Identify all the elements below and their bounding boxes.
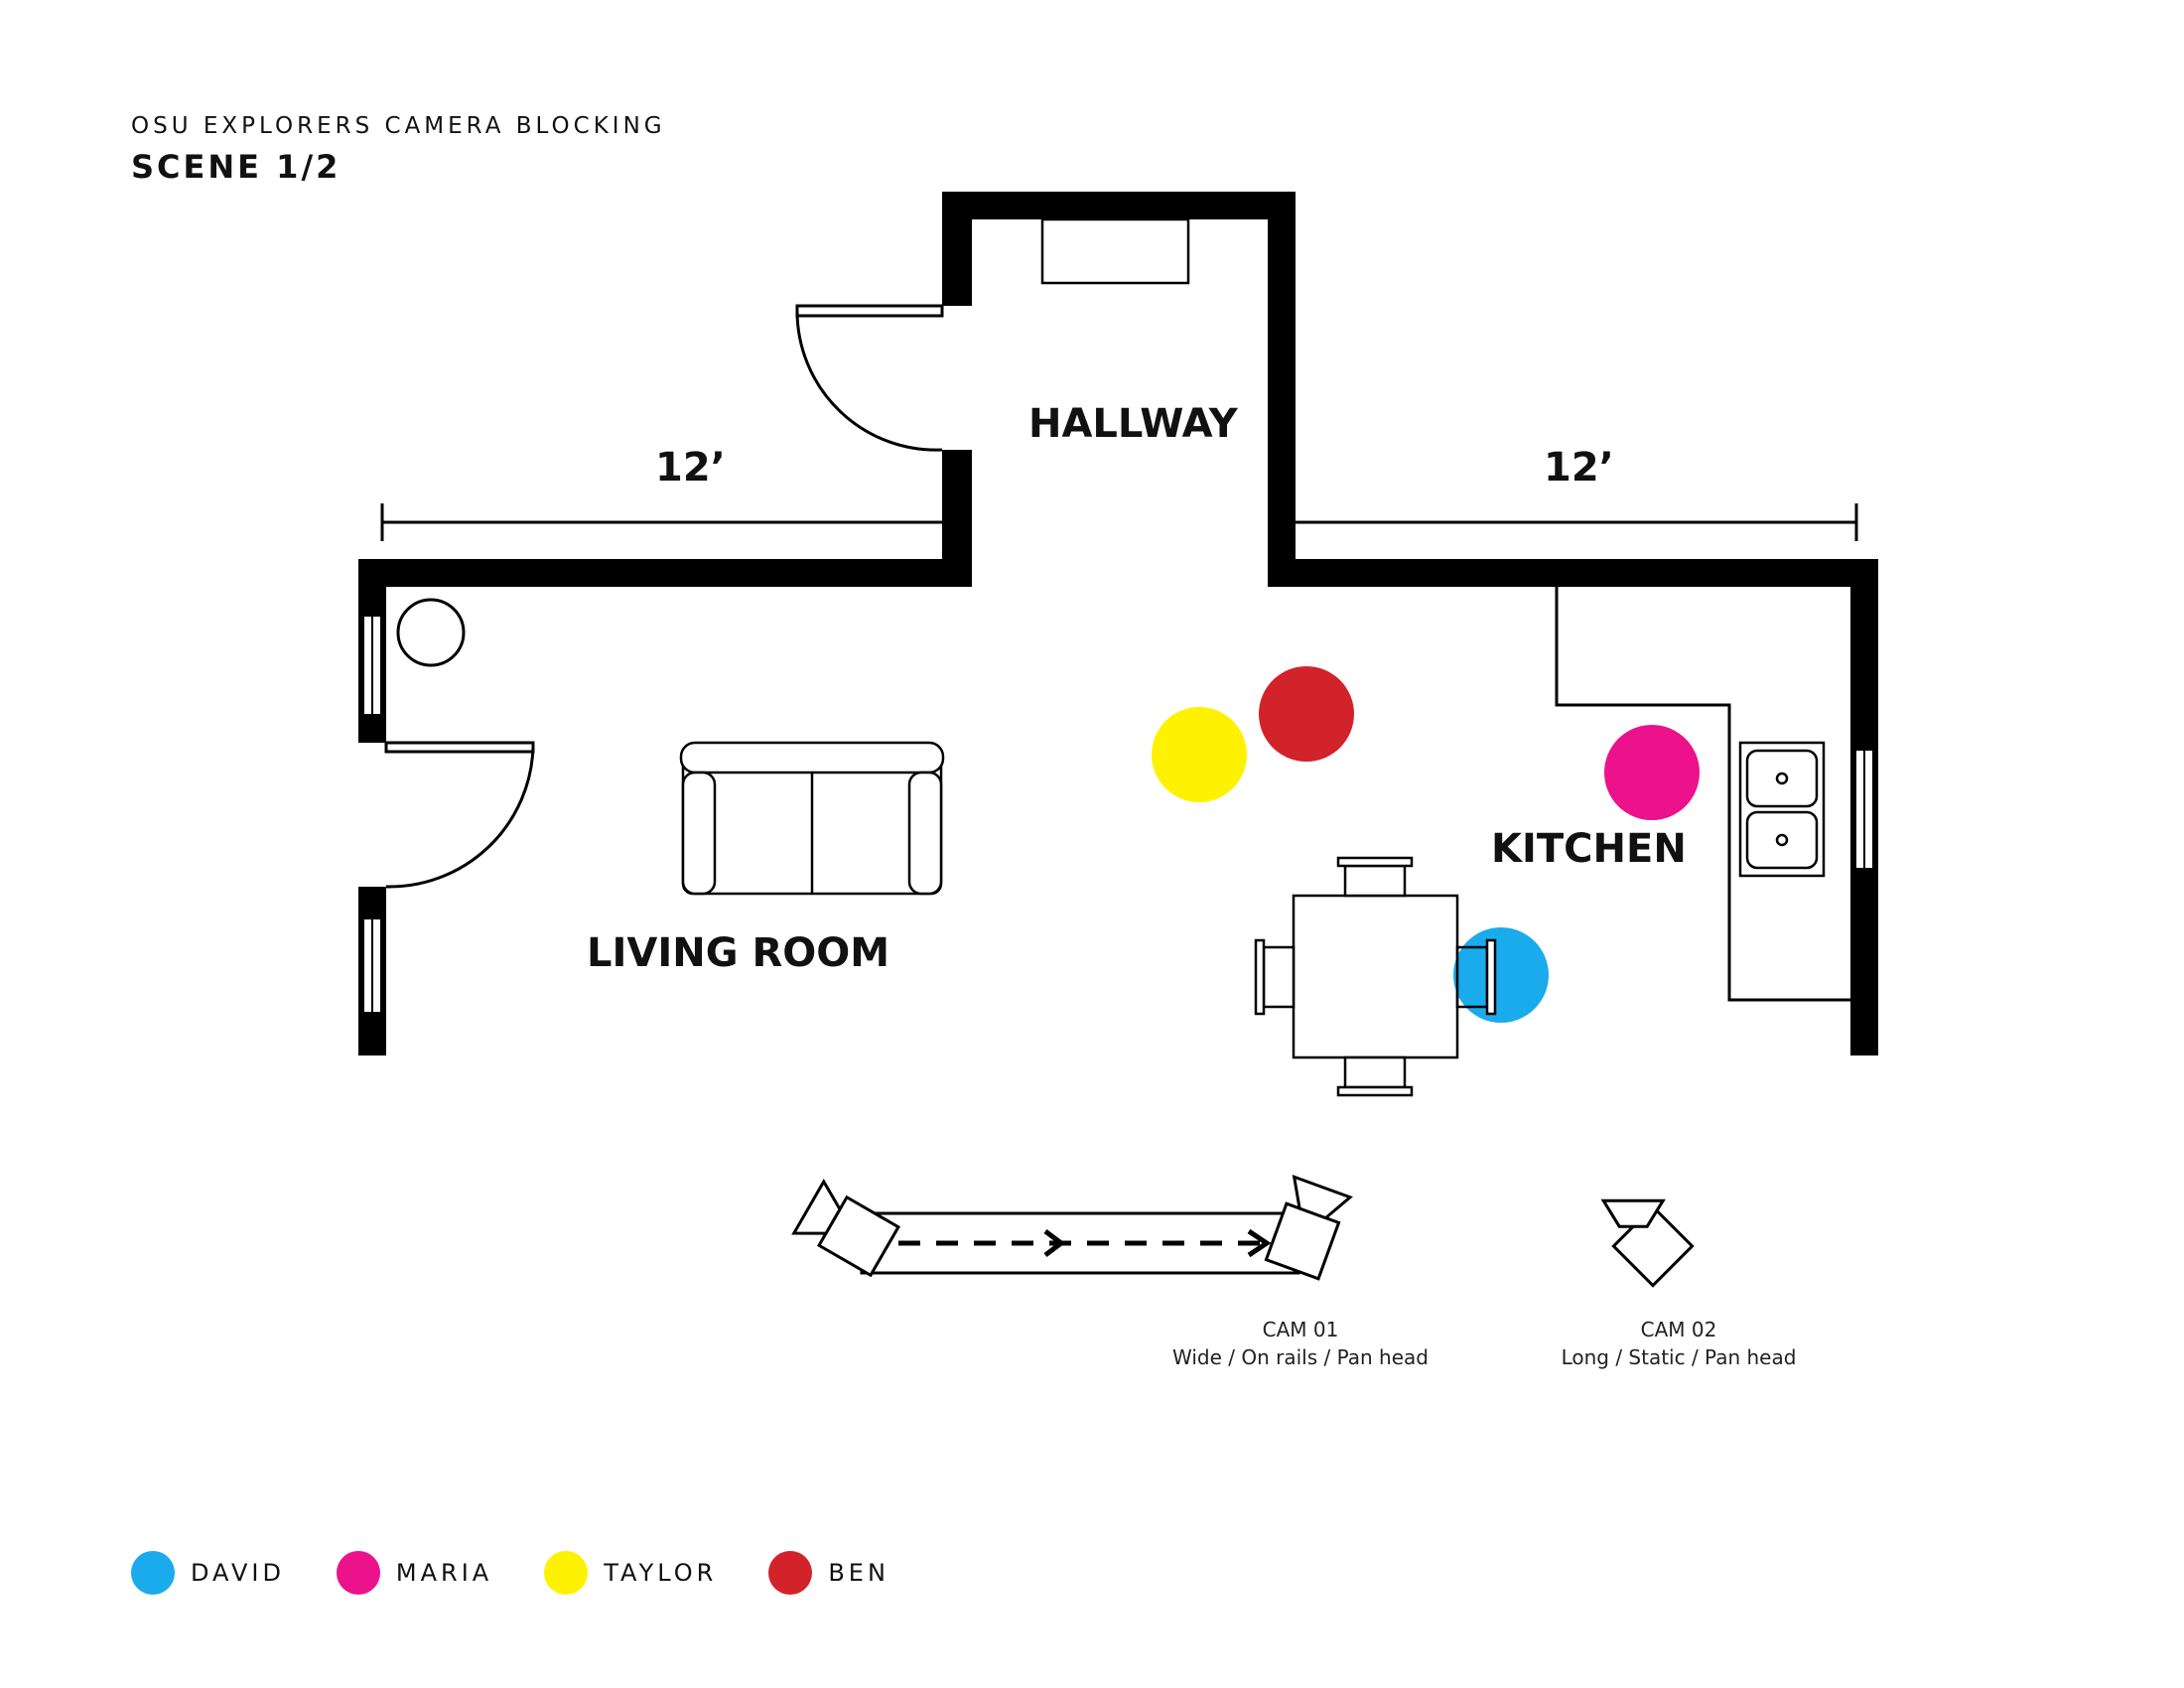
dining-table: [1292, 894, 1459, 1059]
actor-mark-maria: [1604, 725, 1700, 820]
actor-mark-ben: [1259, 666, 1354, 762]
walls: [358, 192, 1878, 1055]
dimension-lines: [380, 503, 1858, 541]
legend-item-david: DAVID: [131, 1551, 285, 1595]
chair-bottom: [1343, 1055, 1407, 1089]
kitchen-counter: [1555, 587, 1850, 1002]
cam-01-end-icon: [1264, 1174, 1353, 1281]
actor-marks: [1152, 666, 1700, 1023]
sofa: [679, 741, 945, 896]
legend-item-ben: BEN: [768, 1551, 889, 1595]
dimension-right-label: 12’: [1544, 445, 1614, 491]
sofa-arm-right: [907, 771, 943, 896]
legend-item-taylor: TAYLOR: [544, 1551, 717, 1595]
camera-rail: [860, 1211, 1300, 1275]
header: OSU EXPLORERS CAMERA BLOCKING SCENE 1/2: [131, 111, 666, 189]
legend-item-maria: MARIA: [336, 1551, 493, 1595]
cam-01-description: Wide / On rails / Pan head: [1172, 1345, 1429, 1369]
cam-02-icon: [1600, 1198, 1695, 1288]
legend-dot-david: [131, 1551, 175, 1595]
room-label-kitchen: KITCHEN: [1491, 826, 1687, 872]
cam-02-label: CAM 02: [1641, 1318, 1717, 1341]
kitchen-sink: [1738, 741, 1826, 878]
actor-mark-david: [1453, 927, 1549, 1023]
legend-label-taylor: TAYLOR: [604, 1559, 718, 1587]
legend-label-ben: BEN: [828, 1559, 889, 1587]
sofa-arm-left: [681, 771, 717, 896]
actor-mark-taylor: [1152, 707, 1247, 802]
legend-dot-ben: [768, 1551, 813, 1595]
room-label-living-room: LIVING ROOM: [587, 930, 889, 976]
kitchen-top-wall: [1268, 559, 1878, 587]
dimension-left-label: 12’: [655, 445, 726, 491]
room-label-hallway: HALLWAY: [1028, 401, 1239, 447]
legend-label-david: DAVID: [191, 1559, 285, 1587]
living-top-wall: [358, 559, 972, 587]
legend-label-maria: MARIA: [395, 1559, 493, 1587]
hallway-right-wall: [1268, 192, 1296, 587]
cam-01-label: CAM 01: [1263, 1318, 1339, 1341]
hallway-door-panel: [795, 304, 944, 318]
doors: [384, 304, 944, 889]
hallway-cabinet: [1040, 217, 1190, 285]
hallway-top-wall: [942, 192, 1296, 219]
legend: DAVID MARIA TAYLOR BEN: [131, 1551, 941, 1595]
chair-top: [1343, 864, 1407, 898]
hallway-door-swing: [795, 310, 943, 452]
page-title: SCENE 1/2: [131, 148, 341, 186]
rail-track: [860, 1211, 1300, 1275]
chair-right-group: [1455, 938, 1497, 1016]
sofa-back: [679, 741, 945, 774]
round-side-table: [396, 598, 466, 667]
cam-02-description: Long / Static / Pan head: [1562, 1345, 1797, 1369]
front-door-panel: [384, 741, 535, 754]
legend-dot-taylor: [544, 1551, 589, 1595]
windows: [362, 615, 1874, 1014]
legend-dot-maria: [336, 1551, 380, 1595]
chair-left: [1262, 945, 1296, 1009]
dining-set: [1254, 856, 1459, 1097]
cam-01-start-icon: [791, 1179, 901, 1278]
page-subtitle: OSU EXPLORERS CAMERA BLOCKING: [131, 113, 666, 139]
front-door-swing: [385, 746, 535, 889]
